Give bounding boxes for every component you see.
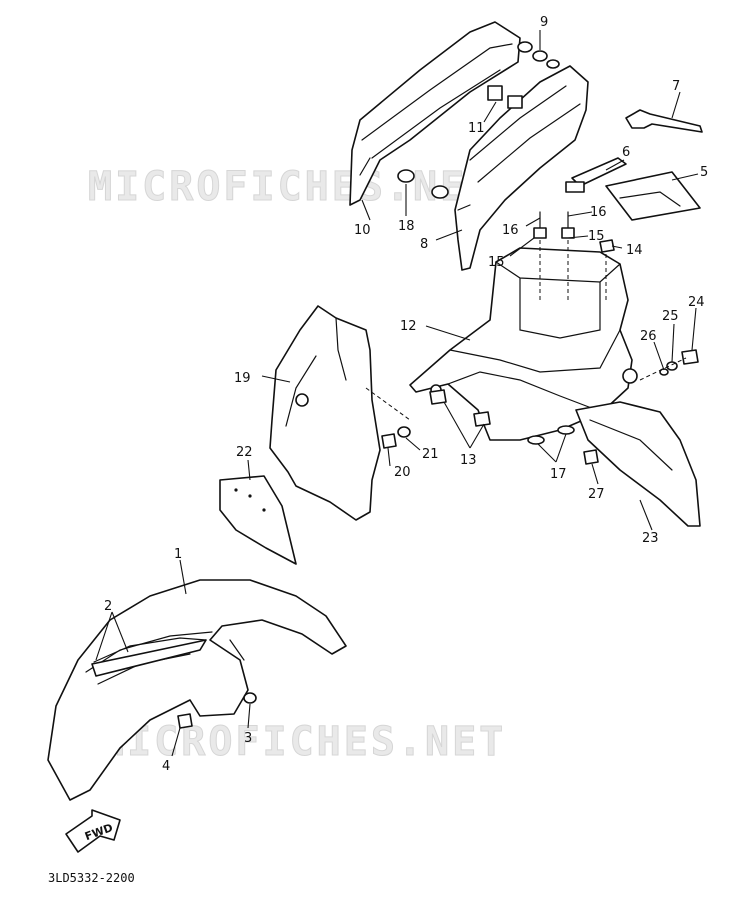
collar-18-part [397,169,449,199]
nut-27-part [583,449,599,465]
flap-23-part [575,401,701,527]
emblem-2-part [91,639,207,677]
callout-7: 7 [672,79,680,94]
callout-16-right: 16 [590,205,607,220]
washer-21-part [397,426,411,438]
callout-20: 20 [394,465,411,480]
callout-17: 17 [550,467,567,482]
side-cover-left-part [349,21,521,206]
callout-8: 8 [420,237,428,252]
bolt-24-part [681,349,699,365]
callout-15-left: 15 [488,255,505,270]
front-fender-part [47,579,347,801]
bolt-20-part [381,433,397,449]
rivets-16-15-part [533,211,575,300]
bolt-4-part [177,713,193,729]
callout-11: 11 [468,121,485,136]
watermark-bottom: MICROFICHES.NET [100,719,506,765]
diagram-code: 3LD5332-2200 [48,871,135,885]
callout-26: 26 [640,329,657,344]
fwd-arrow-icon: FWD [65,809,121,853]
callout-19: 19 [234,371,251,386]
callout-4: 4 [162,759,170,774]
callout-18: 18 [398,219,415,234]
leader-lines [95,30,699,757]
bolt-14-part [599,239,615,300]
callout-13: 13 [460,453,477,468]
bolts-13-part [429,389,491,427]
inner-panel-19-part [269,305,381,521]
callout-12: 12 [400,319,417,334]
band-6-part [565,157,627,193]
washer-3-part [243,692,257,704]
pad-5-part [605,171,701,221]
callout-27: 27 [588,487,605,502]
rear-fender-part [409,247,638,441]
callout-21: 21 [422,447,439,462]
callout-15-right: 15 [588,229,605,244]
callout-1: 1 [174,547,182,562]
callout-14: 14 [626,243,643,258]
callout-23: 23 [642,531,659,546]
bracket-7-part [625,109,703,133]
callout-16-left: 16 [502,223,519,238]
damper-blocks-part [487,85,523,109]
callout-22: 22 [236,445,253,460]
grommet-9-part [517,41,560,69]
callout-5: 5 [700,165,708,180]
plate-22-part [219,475,297,565]
callout-10: 10 [354,223,371,238]
callout-2: 2 [104,599,112,614]
callout-9: 9 [540,15,548,30]
callout-24: 24 [688,295,705,310]
callout-3: 3 [244,731,252,746]
callout-25: 25 [662,309,679,324]
watermark-top: MICROFICHES.NET [88,164,494,210]
callout-6: 6 [622,145,630,160]
